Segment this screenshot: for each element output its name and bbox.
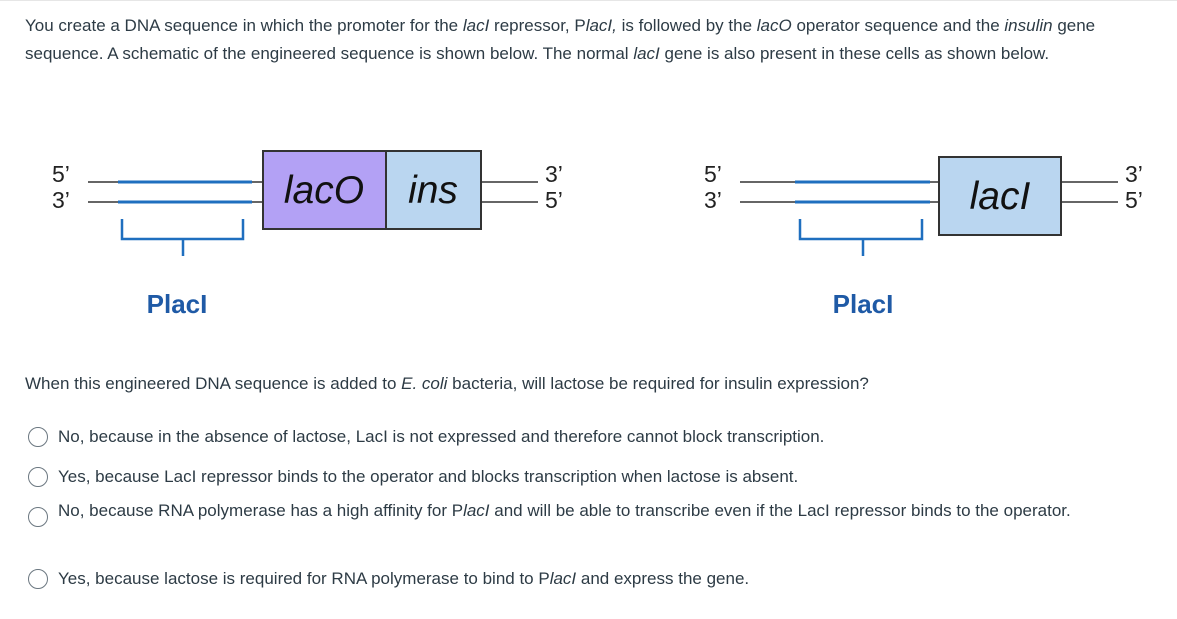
laco-label: lacO: [284, 169, 364, 212]
laci-box: [938, 156, 1062, 236]
left-promoter-bracket: [120, 219, 245, 256]
right-promoter-bracket: [798, 219, 924, 256]
right-5prime-end: 5’: [1125, 187, 1143, 213]
answer-text: No, because in the absence of lactose, L…: [58, 427, 825, 446]
native-laci-gene: 5’ 3’ lacI 3’ 5’ PlacI: [704, 156, 1143, 319]
radio-button[interactable]: [28, 427, 48, 447]
left-promoter-text: PlacI: [147, 289, 208, 319]
laco-box: [262, 150, 387, 230]
radio-button[interactable]: [28, 467, 48, 487]
left-5prime-label: 5’: [52, 161, 70, 187]
dna-schematic: 5’ 3’ lacO ins 3’ 5’ PlacI 5’ 3’ lacI 3’…: [52, 150, 1143, 319]
left-3prime-label: 3’: [52, 187, 70, 213]
answer-option-4[interactable]: Yes, because lactose is required for RNA…: [28, 565, 1128, 592]
answer-option-1[interactable]: No, because in the absence of lactose, L…: [28, 423, 1128, 450]
radio-button[interactable]: [28, 507, 48, 527]
question-prompt: When this engineered DNA sequence is add…: [25, 374, 869, 393]
answer-option-2[interactable]: Yes, because LacI repressor binds to the…: [28, 463, 1128, 490]
right-3prime-end: 3’: [1125, 161, 1143, 187]
answer-option-3[interactable]: No, because RNA polymerase has a high af…: [28, 497, 1128, 527]
answer-text: Yes, because lactose is required for RNA…: [58, 569, 750, 588]
right-promoter-text: PlacI: [833, 289, 894, 319]
answer-text: Yes, because LacI repressor binds to the…: [58, 467, 799, 486]
right-5prime-label: 5’: [704, 161, 722, 187]
question-intro: You create a DNA sequence in which the p…: [25, 16, 1096, 63]
top-divider: [0, 0, 1177, 1]
ins-label: ins: [408, 169, 458, 212]
radio-button[interactable]: [28, 569, 48, 589]
right-promoter-label: PlacI: [833, 289, 894, 319]
left-3prime-end: 3’: [545, 161, 563, 187]
answer-text: No, because RNA polymerase has a high af…: [58, 501, 1071, 520]
laci-label: lacI: [970, 175, 1031, 218]
right-3prime-label: 3’: [704, 187, 722, 213]
left-promoter-label: PlacI: [147, 289, 208, 319]
ins-box: [385, 150, 482, 230]
engineered-construct: 5’ 3’ lacO ins 3’ 5’ PlacI: [52, 150, 563, 319]
left-5prime-end: 5’: [545, 187, 563, 213]
